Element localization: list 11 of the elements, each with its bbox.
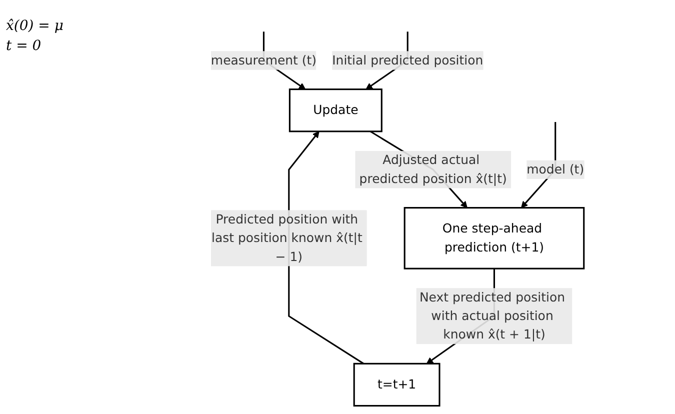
edge-label: Predicted position with last position known x̂(t|t − 1): [211, 212, 362, 264]
formula-label: t = 0: [6, 38, 42, 54]
edge-label: model (t): [526, 162, 584, 177]
node-box: One step-ahead prediction (t+1): [404, 207, 585, 270]
node-box: Update: [288, 88, 382, 132]
edge-label: Adjusted actual predicted position x̂(t|t): [359, 152, 507, 186]
node-box: t=t+1: [353, 362, 440, 407]
edge-label: Initial predicted position: [332, 52, 484, 68]
edge-label: measurement (t): [210, 52, 317, 68]
formula-label: x̂(0) = μ: [6, 18, 64, 34]
edge-label: Next predicted position with actual position known x̂(t + 1|t): [419, 290, 566, 342]
